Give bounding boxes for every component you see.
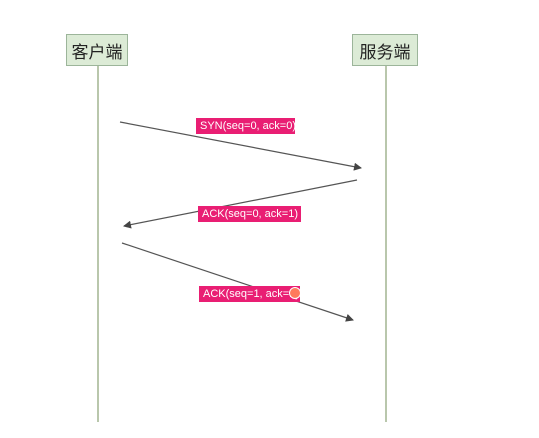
pointer-cursor-icon [289,287,301,299]
ack-final-arrow [121,242,354,322]
ack-response-arrow [123,179,358,229]
server-lifeline [385,66,387,422]
syn-arrow [119,121,362,171]
ack-final-label: ACK(seq=1, ack=1) [199,286,300,302]
ack-response-label: ACK(seq=0, ack=1) [198,206,301,222]
server-actor: 服务端 [352,34,418,66]
client-lifeline [97,66,99,422]
syn-message-label: SYN(seq=0, ack=0) [196,118,296,134]
client-actor: 客户端 [66,34,128,66]
